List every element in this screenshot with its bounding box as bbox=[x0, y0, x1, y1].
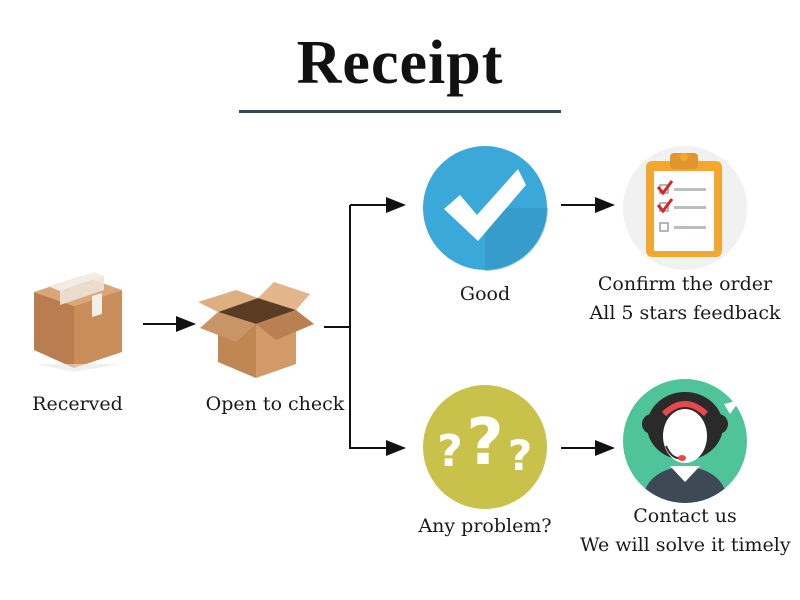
svg-text:?: ? bbox=[508, 431, 532, 480]
step-good-label: Good bbox=[459, 283, 511, 305]
step-contact-label: Contact us We will solve it timely bbox=[580, 505, 791, 556]
page-title: Receipt bbox=[296, 29, 504, 97]
step-received-label: Recerved bbox=[32, 393, 123, 415]
clipboard-checklist-icon bbox=[623, 146, 747, 270]
branch-connector bbox=[324, 205, 351, 328]
svg-text:?: ? bbox=[437, 426, 463, 477]
branch-connector-lower bbox=[349, 327, 406, 456]
svg-text:?: ? bbox=[466, 406, 503, 480]
closed-box-icon bbox=[34, 272, 122, 372]
question-marks-icon: ? ? ? bbox=[423, 385, 547, 509]
step-open-label: Open to check bbox=[205, 393, 345, 415]
customer-service-agent-icon bbox=[623, 379, 747, 503]
open-box-icon bbox=[198, 282, 314, 378]
title-underline bbox=[239, 110, 561, 113]
step-problem-label: Any problem? bbox=[418, 515, 552, 537]
step-confirm-label: Confirm the order All 5 stars feedback bbox=[589, 273, 781, 324]
checkmark-icon bbox=[423, 146, 548, 271]
